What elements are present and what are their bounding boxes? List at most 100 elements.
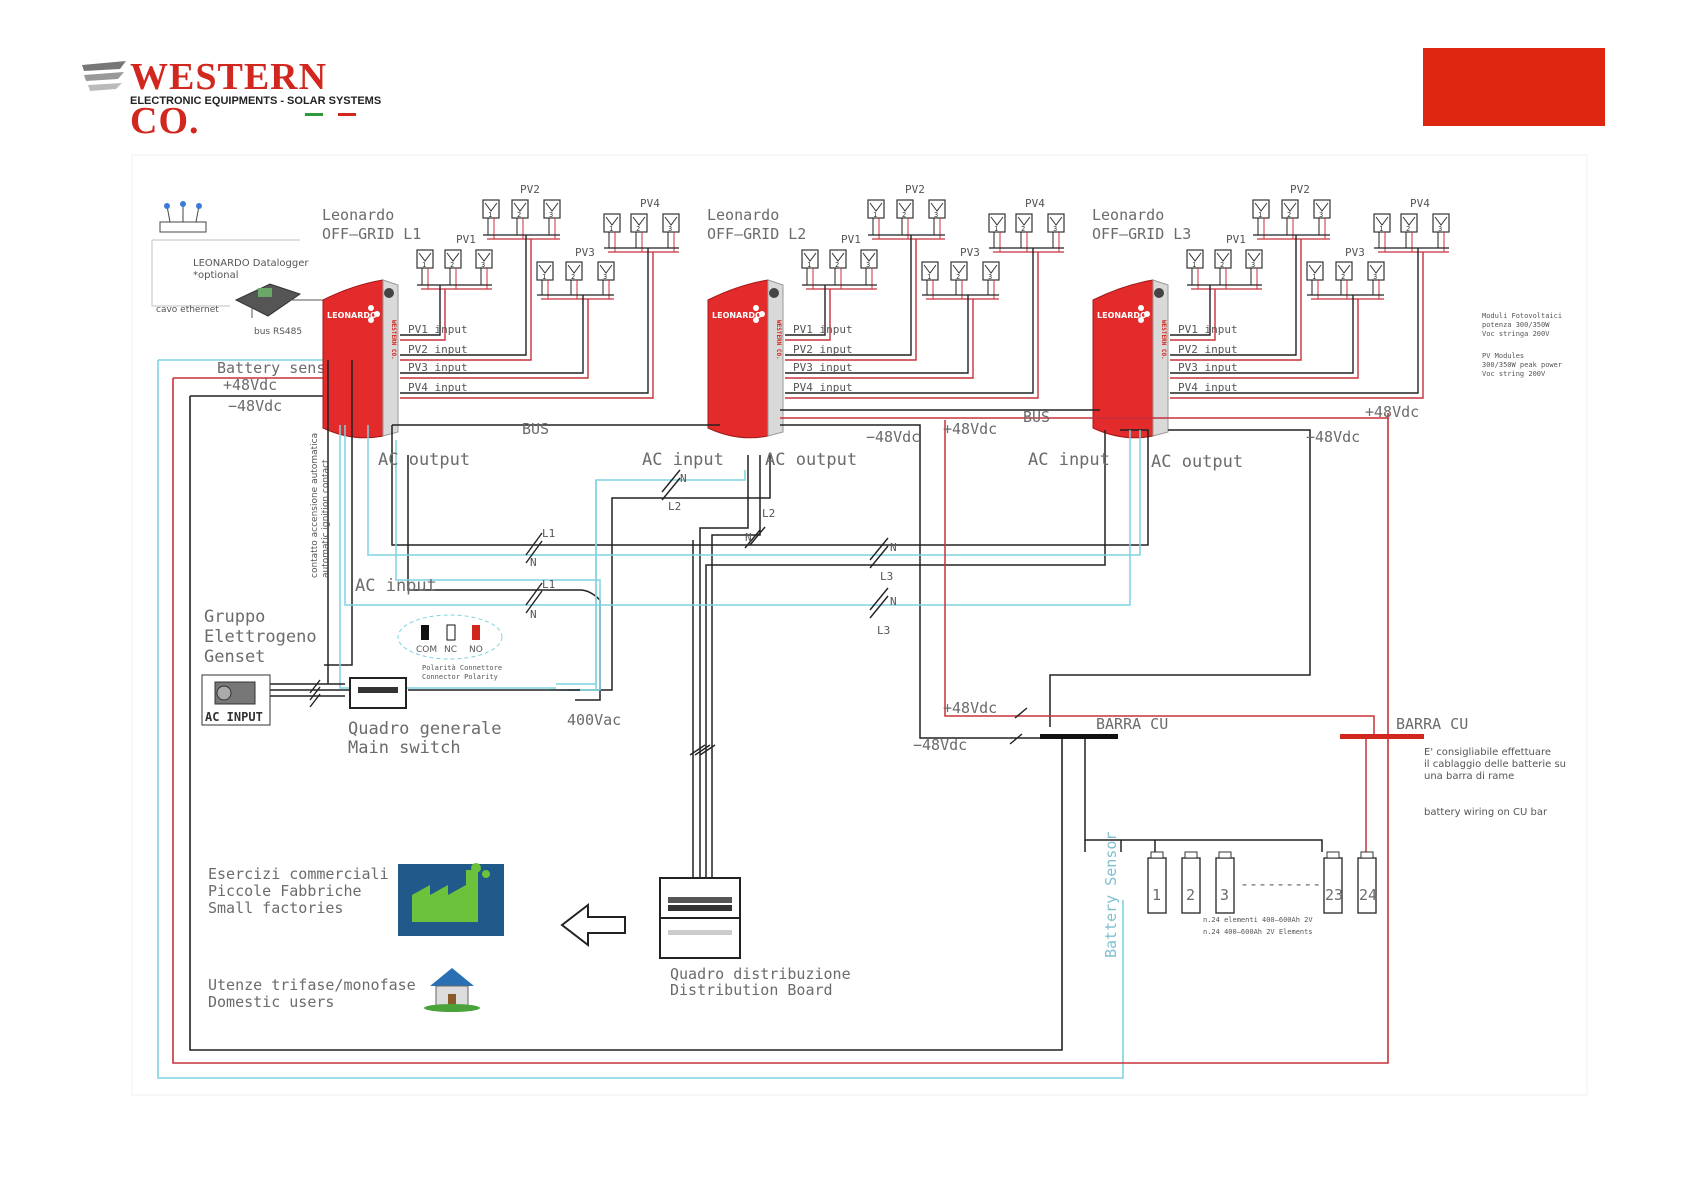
pv-module-number: 1 [1379, 225, 1383, 233]
cu-note-it-2: il cablaggio delle batterie su [1424, 759, 1566, 770]
pv-module-icon [896, 199, 914, 219]
pv-module-number: 2 [636, 225, 640, 233]
pv-module-mark [869, 202, 883, 212]
battery-terminal [1360, 851, 1374, 859]
pv-module-icon [1432, 213, 1450, 233]
pv-module-mark [952, 264, 966, 274]
ethernet-cable-label: cavo ethernet [156, 305, 219, 315]
pv-module-icon [416, 249, 434, 269]
pv-module-mark [1337, 264, 1351, 274]
domestic-label-1: Utenze trifase/monofase [208, 976, 416, 994]
inverter-body-3 [1092, 279, 1154, 439]
battery-terminal [1218, 851, 1232, 859]
ac-output-label-3: AC output [1151, 452, 1243, 472]
pv-module-icon [1281, 199, 1299, 219]
datalogger-title: LEONARDO Datalogger [193, 258, 309, 269]
pv-module-icon [860, 249, 878, 269]
battery-terminal [1150, 851, 1164, 859]
pv-module-icon [1400, 213, 1418, 233]
pv-module-icon [982, 261, 1000, 281]
pv-note-it-3: Voc stringa 200V [1482, 330, 1550, 338]
pv-module-mark [545, 202, 559, 212]
pv-module-number: 1 [609, 225, 613, 233]
n-label-5: N [890, 541, 897, 554]
battery-dashes: --------- [1240, 875, 1321, 893]
pv-module-icon [921, 261, 939, 281]
bus-label-1: BUS [522, 420, 549, 438]
l2-label-1: L2 [668, 500, 681, 513]
arrow-left-icon [560, 902, 626, 948]
distribution-board-icon [659, 877, 741, 959]
pv-module-icon [928, 199, 946, 219]
pv-module-icon [630, 213, 648, 233]
battery-sensor-wire [157, 360, 1124, 1079]
n-label-1: N [530, 556, 537, 569]
pv-input-label-3-4: PV4 input [1178, 381, 1238, 394]
vac400-label: 400Vac [567, 711, 621, 729]
pv-module-icon [565, 261, 583, 281]
pv-input-label-1-2: PV2 input [408, 343, 468, 356]
dist-board-label-it: Quadro distribuzione [670, 965, 851, 983]
pv-module-icon [1335, 261, 1353, 281]
commercial-label-1: Esercizi commerciali [208, 865, 389, 883]
pv-module-number: 3 [549, 211, 553, 219]
pv-module-number: 3 [1438, 225, 1442, 233]
pv-module-icon [511, 199, 529, 219]
pv-module-number: 1 [807, 261, 811, 269]
pv-note-en-2: 300/350W peak power [1482, 361, 1562, 369]
pv-module-number: 1 [1192, 261, 1196, 269]
pv-module-mark [1315, 202, 1329, 212]
inverter-model-1: OFF–GRID L1 [322, 225, 421, 243]
cu-note-it-1: E' consigliabile effettuare [1424, 747, 1551, 758]
pv-group-label-1-4: PV4 [640, 197, 660, 210]
pv-input-label-2-2: PV2 input [793, 343, 853, 356]
inverter-logo-text-2: LEONARDO [712, 311, 762, 320]
pv-module-number: 3 [1251, 261, 1255, 269]
pv-module-number: 2 [517, 211, 521, 219]
relay-no-label: NO [469, 645, 483, 655]
factory-icon [398, 863, 504, 936]
n-label-4: N [745, 531, 752, 544]
pv-input-label-1-1: PV1 input [408, 323, 468, 336]
pv-module-mark [862, 252, 876, 262]
genset-ac-input-label: AC INPUT [205, 710, 263, 724]
pv-group-label-2-4: PV4 [1025, 197, 1045, 210]
pv-module-icon [829, 249, 847, 269]
inverter-model-2: OFF–GRID L2 [707, 225, 806, 243]
genset-label-it-1: Gruppo [204, 607, 265, 627]
pv-input-label-1-4: PV4 input [408, 381, 468, 394]
diagram-frame [131, 154, 1588, 1096]
router-icon [159, 201, 207, 233]
pv-module-number: 2 [1406, 225, 1410, 233]
dist-board-label-en: Distribution Board [670, 981, 833, 999]
pv-module-number: 2 [902, 211, 906, 219]
pv-module-number: 1 [542, 273, 546, 281]
inverter-logo-dot [759, 311, 765, 317]
pv-module-icon [482, 199, 500, 219]
pv-group-label-3-4: PV4 [1410, 197, 1430, 210]
pv-module-icon [444, 249, 462, 269]
inverter-model-3: OFF–GRID L3 [1092, 225, 1191, 243]
house-icon [424, 968, 480, 1012]
minus48-loop-wire [189, 396, 1063, 1051]
domestic-label-2: Domestic users [208, 993, 334, 1011]
pv-module-mark [632, 216, 646, 226]
pv-module-mark [605, 216, 619, 226]
commercial-label-3: Small factories [208, 899, 343, 917]
battery-number: 24 [1359, 886, 1377, 904]
barra-cu-label-1: BARRA CU [1096, 715, 1168, 733]
pv-module-number: 3 [1373, 273, 1377, 281]
cu-note-en-1: battery wiring on CU bar [1424, 807, 1548, 818]
ac-input-label-2: AC input [1028, 450, 1110, 470]
battery-terminal [1184, 851, 1198, 859]
pv-module-number: 1 [422, 261, 426, 269]
inverter-fan-icon [1154, 288, 1164, 298]
n-label-6: N [890, 595, 897, 608]
inverter-side-1 [382, 279, 399, 437]
battery-spec-it: n.24 elementi 400–600Ah 2V [1203, 916, 1313, 924]
pv-module-icon [801, 249, 819, 269]
pv-module-number: 3 [481, 261, 485, 269]
